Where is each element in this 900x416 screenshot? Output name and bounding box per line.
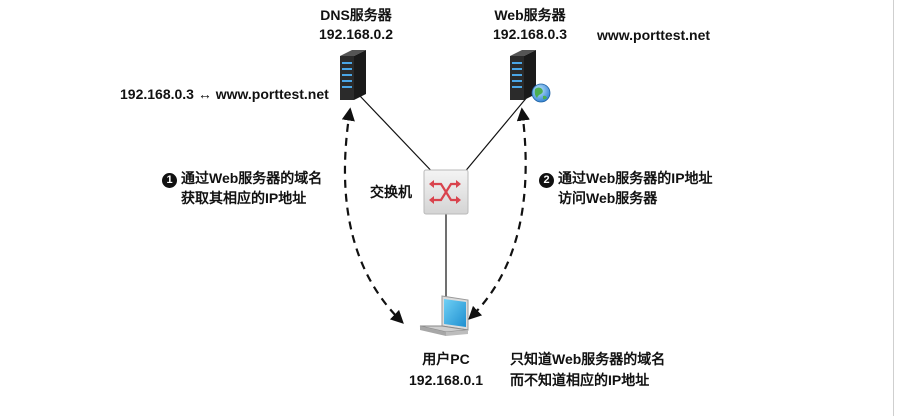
user-pc-ip: 192.168.0.1 <box>409 372 483 388</box>
user-pc-label: 用户PC <box>422 351 470 367</box>
step-1-text: 通过Web服务器的域名 <box>181 170 323 186</box>
dns-server-ip: 192.168.0.2 <box>319 26 393 42</box>
step-1-line-1: 1 通过Web服务器的域名 <box>162 169 322 188</box>
web-server-icon <box>510 50 536 100</box>
dns-record: 192.168.0.3 ↔ www.porttest.net <box>120 86 329 102</box>
web-switch-link <box>457 95 529 181</box>
switch-icon <box>423 169 469 215</box>
switch-label: 交换机 <box>370 184 412 200</box>
globe-icon <box>531 83 551 103</box>
step-2-line-2: 访问Web服务器 <box>558 190 658 206</box>
web-server-label: Web服务器 <box>494 7 566 23</box>
web-server-domain: www.porttest.net <box>597 27 711 43</box>
step-1-line-2: 获取其相应的IP地址 <box>181 190 307 206</box>
dns-server-label: DNS服务器 <box>320 7 392 23</box>
dns-query-dashed-arrow <box>341 107 404 324</box>
user-pc-note-line-1: 只知道Web服务器的域名 <box>510 351 666 367</box>
step-2-number: 2 <box>539 173 554 188</box>
dns-server-icon <box>340 50 366 100</box>
web-server-ip: 192.168.0.3 <box>493 26 567 42</box>
web-access-dashed-arrow <box>468 107 530 320</box>
page-edge-divider <box>893 0 894 416</box>
user-pc-note-line-2: 而不知道相应的IP地址 <box>510 372 650 388</box>
step-1-number: 1 <box>162 173 177 188</box>
step-2-line-1: 2 通过Web服务器的IP地址 <box>539 169 713 188</box>
step-2-text: 通过Web服务器的IP地址 <box>558 170 713 186</box>
dns-switch-link <box>359 95 441 181</box>
laptop-icon <box>419 295 469 336</box>
